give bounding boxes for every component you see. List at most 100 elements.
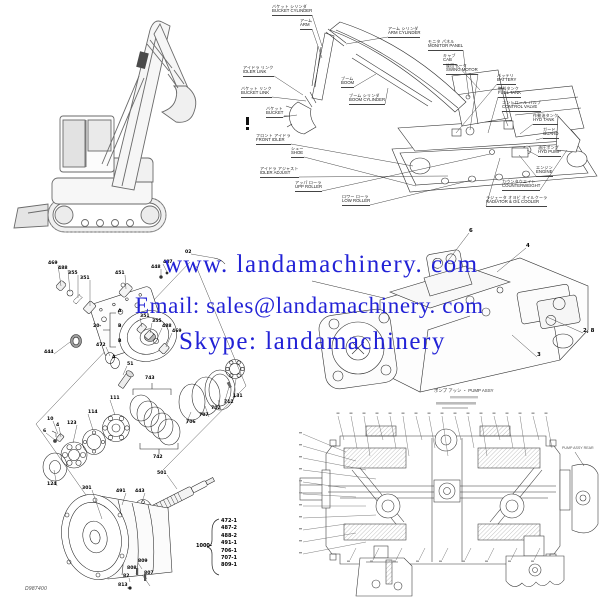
label-cab-en: CAB bbox=[443, 58, 456, 65]
pump-rear-subview bbox=[505, 535, 565, 588]
label-upp-roller-jp: アッパ ローラ bbox=[295, 180, 322, 185]
part-number-451: 451 bbox=[115, 271, 125, 276]
part-number-491: 491 bbox=[116, 489, 126, 494]
label-engine-jp: エンジン bbox=[536, 165, 553, 170]
part-number-123: 123 bbox=[67, 421, 77, 426]
label-monitor-panel-en: MONITOR PANEL bbox=[428, 44, 464, 51]
part-number-813: 813 bbox=[118, 583, 128, 588]
pump-assy-caption: ポンプ アッシ ・ PUMP ASSY bbox=[434, 388, 494, 393]
label-guard-jp: ガード bbox=[543, 127, 556, 132]
part-number-488: 488 bbox=[162, 324, 172, 329]
part-number-4: 4 bbox=[56, 423, 60, 428]
label-counterweight-jp: カウンタウエイト bbox=[502, 179, 536, 184]
label-boom-cylinder-jp: ブーム シリンダ bbox=[349, 93, 380, 98]
label-low-roller-en: LOW ROLLER bbox=[342, 199, 371, 206]
label-battery-en: BATTERY bbox=[497, 78, 517, 85]
part-number-B: B bbox=[118, 339, 122, 344]
exploded-parts-drawing bbox=[35, 257, 247, 590]
excavator-photo bbox=[13, 20, 197, 233]
label-bucket-cylinder-jp: バケット シリンダ bbox=[272, 4, 307, 9]
assembly-group-prefix: 1000- bbox=[196, 543, 212, 549]
part-number-111: 111 bbox=[110, 396, 120, 401]
part-number-469: 469 bbox=[172, 329, 182, 334]
label-upp-roller-en: UPP ROLLER bbox=[295, 185, 323, 192]
part-number-A: A bbox=[118, 309, 122, 314]
label-cab-jp: キャブ bbox=[443, 53, 456, 58]
label-control-valve-en: CONTROL VALVE bbox=[502, 105, 542, 112]
part-number-6: 6 bbox=[43, 429, 47, 434]
part-number-A: A bbox=[112, 355, 116, 360]
doc-number: D987400 bbox=[25, 587, 48, 592]
label-counterweight-en: COUNTERWEIGHT bbox=[502, 184, 541, 191]
assembly-item: 487-2 bbox=[221, 525, 237, 532]
pump-foot-subview bbox=[355, 545, 413, 597]
part-number-355: 355 bbox=[152, 319, 162, 324]
part-number-702: 702 bbox=[211, 406, 221, 411]
label-bucket-link-en: BUCKET LINK bbox=[241, 91, 272, 98]
part-number-448: 448 bbox=[151, 265, 161, 270]
part-number-501: 501 bbox=[157, 471, 167, 476]
part-number-20-: 20- bbox=[93, 324, 102, 329]
pump-callout-6: 6 bbox=[469, 228, 473, 234]
email-text: Email: sales@landamachinery. com bbox=[135, 293, 484, 318]
label-shoe-jp: シュー bbox=[291, 146, 304, 151]
part-number-807: 807 bbox=[144, 571, 154, 576]
assembly-item: 491-1 bbox=[221, 540, 237, 547]
assembly-item: 809-1 bbox=[221, 562, 237, 569]
part-number-487: 487 bbox=[163, 260, 173, 265]
label-bucket-cylinder-en: BUCKET CYLINDER bbox=[272, 9, 313, 16]
label-radiator-oil-cooler-en: RADIATOR & OIL COOLER bbox=[486, 200, 548, 207]
label-bucket-link-jp: バケット リンク bbox=[241, 86, 272, 91]
part-number-355: 355 bbox=[68, 271, 78, 276]
label-battery-jp: バッテリ bbox=[497, 73, 514, 78]
label-idler-link-jp: アイドラ リンク bbox=[243, 65, 274, 70]
label-arm-cylinder-jp: アーム シリンダ bbox=[388, 26, 419, 31]
skype-text: Skype: landamachinery bbox=[179, 328, 446, 355]
assembly-item: 488-2 bbox=[221, 532, 237, 539]
label-idler-link-en: IDLER LINK bbox=[243, 70, 274, 77]
label-fuel-tank-en: FUEL TANK bbox=[498, 91, 522, 98]
label-hyd-tank-jp: 作動油タンク bbox=[533, 113, 559, 118]
part-number-743: 743 bbox=[145, 376, 155, 381]
part-number-707: 707 bbox=[199, 413, 209, 418]
part-number-82: 82 bbox=[123, 574, 130, 579]
label-bucket-en: BUCKET bbox=[266, 111, 284, 118]
part-number-706: 706 bbox=[186, 420, 196, 425]
part-number-10: 10 bbox=[47, 417, 54, 422]
pump-callout-4: 4 bbox=[526, 243, 530, 249]
part-number-443: 443 bbox=[135, 489, 145, 494]
label-boom-cylinder-en: BOOM CYLINDER bbox=[349, 98, 386, 105]
part-number-B: B bbox=[118, 324, 122, 329]
part-number-131: 131 bbox=[233, 394, 243, 399]
label-idler-adjust-jp: アイドラ アジャスト bbox=[260, 166, 299, 171]
pump-callout-28: 2, 8 bbox=[583, 328, 595, 334]
label-front-idler-jp: フロント アイドラ bbox=[256, 133, 291, 138]
pump-iso-drawing bbox=[311, 249, 589, 399]
label-radiator-oil-cooler-jp: ラジェータ オヨビ オイルクーラ bbox=[486, 195, 548, 200]
label-idler-adjust-en: IDLER ADJUST bbox=[260, 171, 299, 178]
label-control-valve-jp: コントロール バルブ bbox=[502, 100, 542, 105]
part-number-351: 351 bbox=[140, 314, 150, 319]
label-arm-jp: アーム bbox=[300, 18, 313, 23]
part-number-712: 712 bbox=[224, 400, 234, 405]
part-number-808: 808 bbox=[127, 566, 137, 571]
label-arm-en: ARM bbox=[300, 23, 313, 30]
part-number-742: 742 bbox=[153, 455, 163, 460]
label-boom-en: BOOM bbox=[341, 81, 355, 88]
